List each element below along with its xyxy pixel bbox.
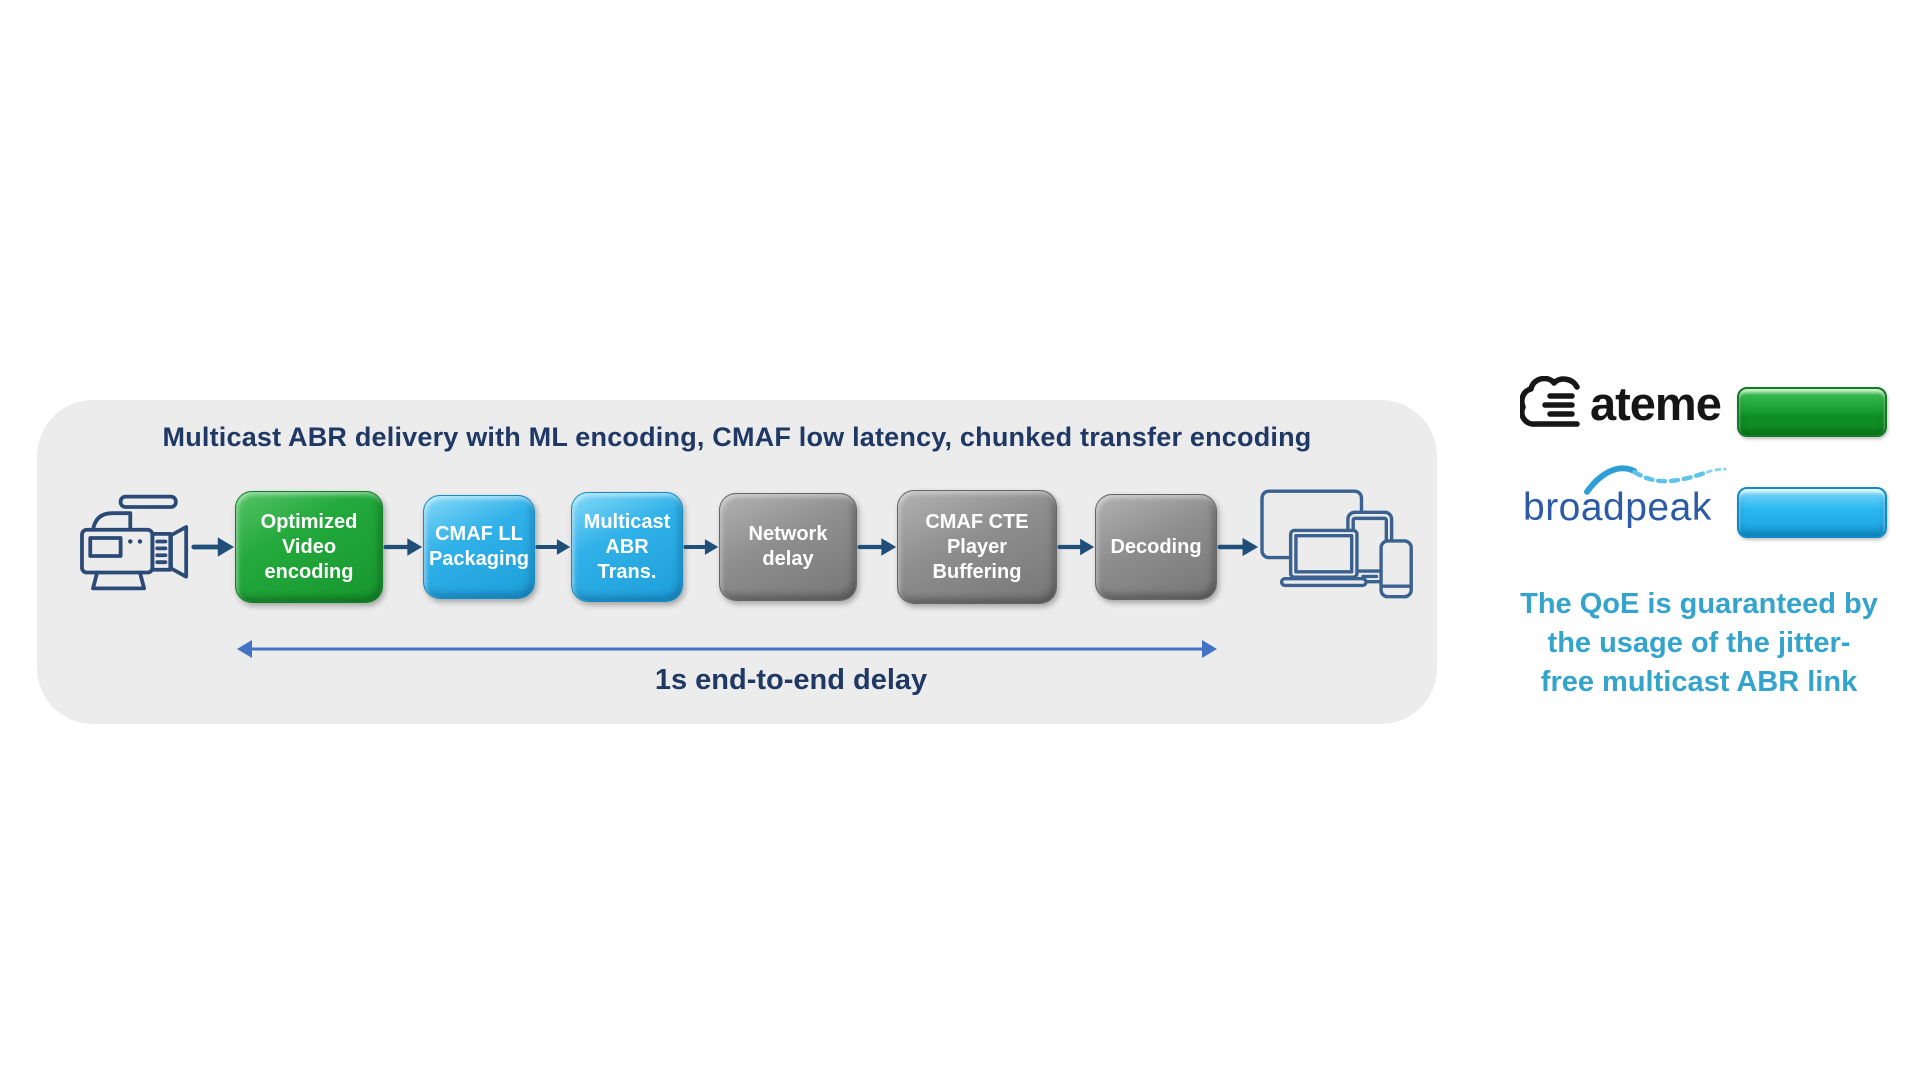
diagram-panel: Multicast ABR delivery with ML encoding,… bbox=[37, 400, 1437, 724]
flow-arrow-icon bbox=[535, 539, 571, 555]
node-decoding: Decoding bbox=[1095, 494, 1217, 600]
qoe-line: The QoE is guaranteed by bbox=[1520, 588, 1878, 620]
node-cmaf-cte-player-buffering: CMAF CTE Player Buffering bbox=[897, 490, 1057, 604]
flow-arrow-icon bbox=[383, 538, 423, 556]
end-to-end-span-arrow bbox=[235, 638, 1219, 660]
broadpeak-wordmark: broadpeak bbox=[1523, 486, 1712, 529]
pipeline-flow: Optimized Video encoding CMAF LL Packagi… bbox=[47, 484, 1427, 610]
flow-arrow-icon bbox=[1057, 538, 1095, 556]
multi-device-icon bbox=[1260, 489, 1413, 599]
phone-icon bbox=[1379, 539, 1413, 599]
qoe-note: The QoE is guaranteed by the usage of th… bbox=[1497, 585, 1901, 702]
node-multicast-abr-trans: Multicast ABR Trans. bbox=[571, 492, 683, 602]
flow-arrow-icon bbox=[191, 537, 235, 557]
node-cmaf-ll-packaging: CMAF LL Packaging bbox=[423, 495, 535, 599]
ateme-wordmark: ateme bbox=[1590, 377, 1722, 430]
broadpeak-color-key-swatch bbox=[1737, 487, 1887, 538]
flow-arrow-icon bbox=[1217, 537, 1259, 557]
ateme-color-key-swatch bbox=[1737, 387, 1887, 437]
delay-label: 1s end-to-end delay bbox=[654, 664, 928, 696]
node-network-delay: Network delay bbox=[719, 493, 857, 601]
ateme-logo: ateme bbox=[1520, 376, 1722, 432]
ateme-cloud-icon bbox=[1520, 376, 1580, 427]
diagram-title: Multicast ABR delivery with ML encoding,… bbox=[162, 422, 1312, 452]
broadpeak-swoosh-icon bbox=[1583, 465, 1727, 495]
node-optimized-video-encoding: Optimized Video encoding bbox=[235, 491, 383, 603]
video-camera-icon bbox=[80, 494, 189, 591]
qoe-line: the usage of the jitter- bbox=[1547, 627, 1851, 659]
flow-arrow-icon bbox=[683, 539, 719, 555]
qoe-line: free multicast ABR link bbox=[1540, 666, 1858, 698]
flow-arrow-icon bbox=[857, 538, 897, 556]
laptop-icon bbox=[1279, 528, 1368, 588]
